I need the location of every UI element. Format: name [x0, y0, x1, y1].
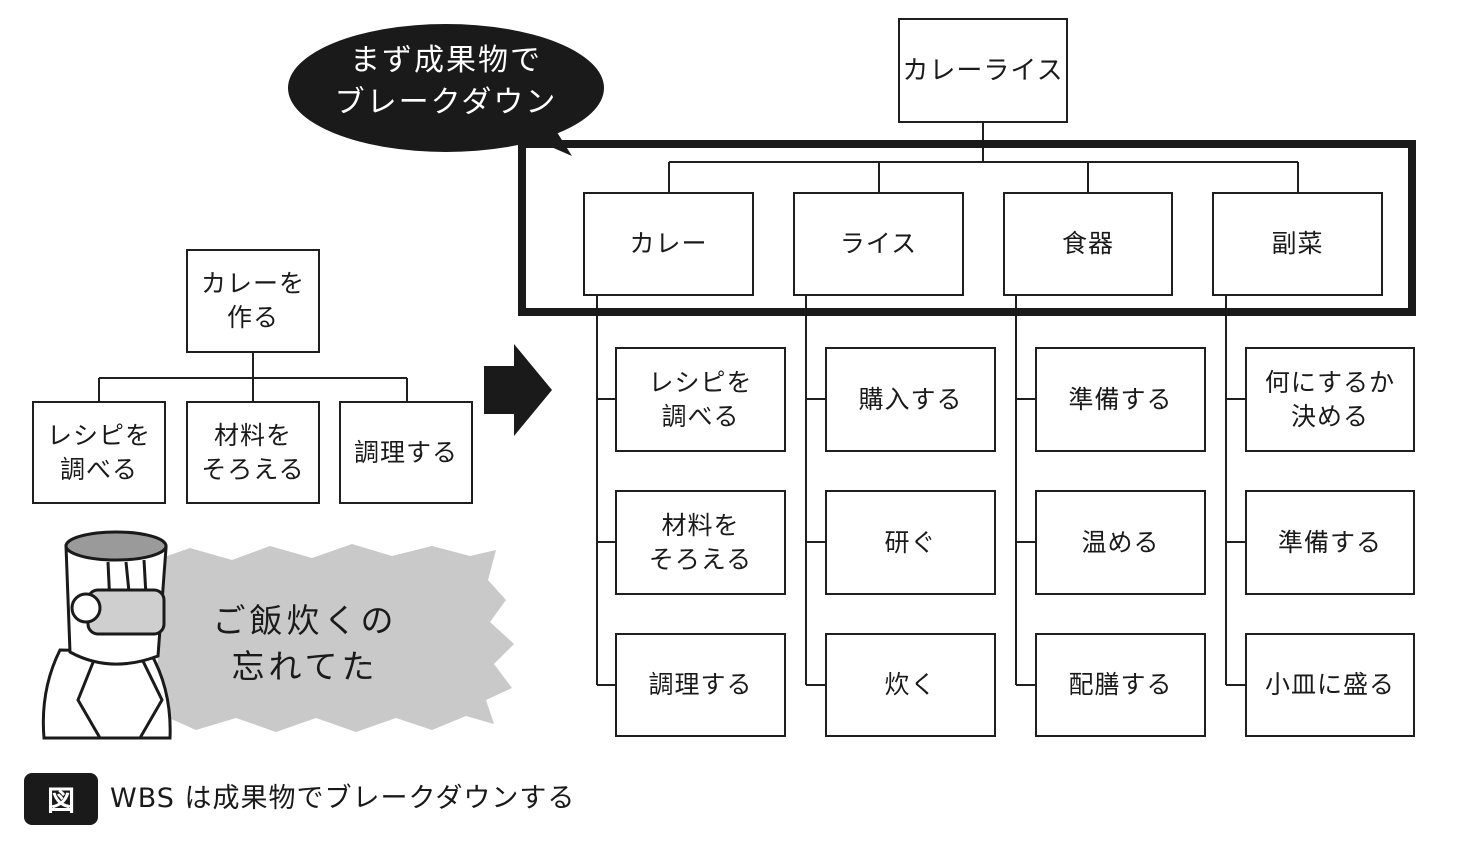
right-arrow-icon: [484, 344, 552, 436]
task-node: 研ぐ: [825, 490, 996, 595]
person-bucket-icon: [41, 530, 172, 740]
figure-badge: 図: [24, 773, 98, 825]
task-node: 小皿に盛る: [1245, 633, 1415, 737]
task-node: 温める: [1035, 490, 1206, 595]
figure-caption: WBS は成果物でブレークダウンする: [110, 783, 576, 814]
deliverables-highlight-frame: [518, 140, 1416, 316]
left-root-node: カレーを 作る: [186, 249, 320, 353]
callout-text: まず成果物で ブレークダウン: [334, 43, 558, 120]
exclamation-burst: [146, 544, 514, 732]
task-node: レシピを 調べる: [615, 347, 786, 452]
task-node: 何にするか 決める: [1245, 347, 1415, 452]
branch-node-rice: ライス: [793, 192, 964, 296]
task-node: 準備する: [1245, 490, 1415, 595]
task-node: 炊く: [825, 633, 996, 737]
exclamation-text: ご飯炊くの 忘れてた: [212, 601, 398, 686]
left-child-node: 材料を そろえる: [186, 401, 320, 504]
task-node: 調理する: [615, 633, 786, 737]
branch-node-dishes: 食器: [1003, 192, 1173, 296]
branch-node-curry: カレー: [583, 192, 754, 296]
task-node: 配膳する: [1035, 633, 1206, 737]
tree-connectors: [98, 122, 1299, 686]
task-node: 準備する: [1035, 347, 1206, 452]
right-root-node: カレーライス: [898, 18, 1068, 123]
left-child-node: レシピを 調べる: [32, 401, 166, 504]
task-node: 材料を そろえる: [615, 490, 786, 595]
branch-node-side-dish: 副菜: [1212, 192, 1383, 296]
left-child-node: 調理する: [339, 401, 473, 504]
task-node: 購入する: [825, 347, 996, 452]
